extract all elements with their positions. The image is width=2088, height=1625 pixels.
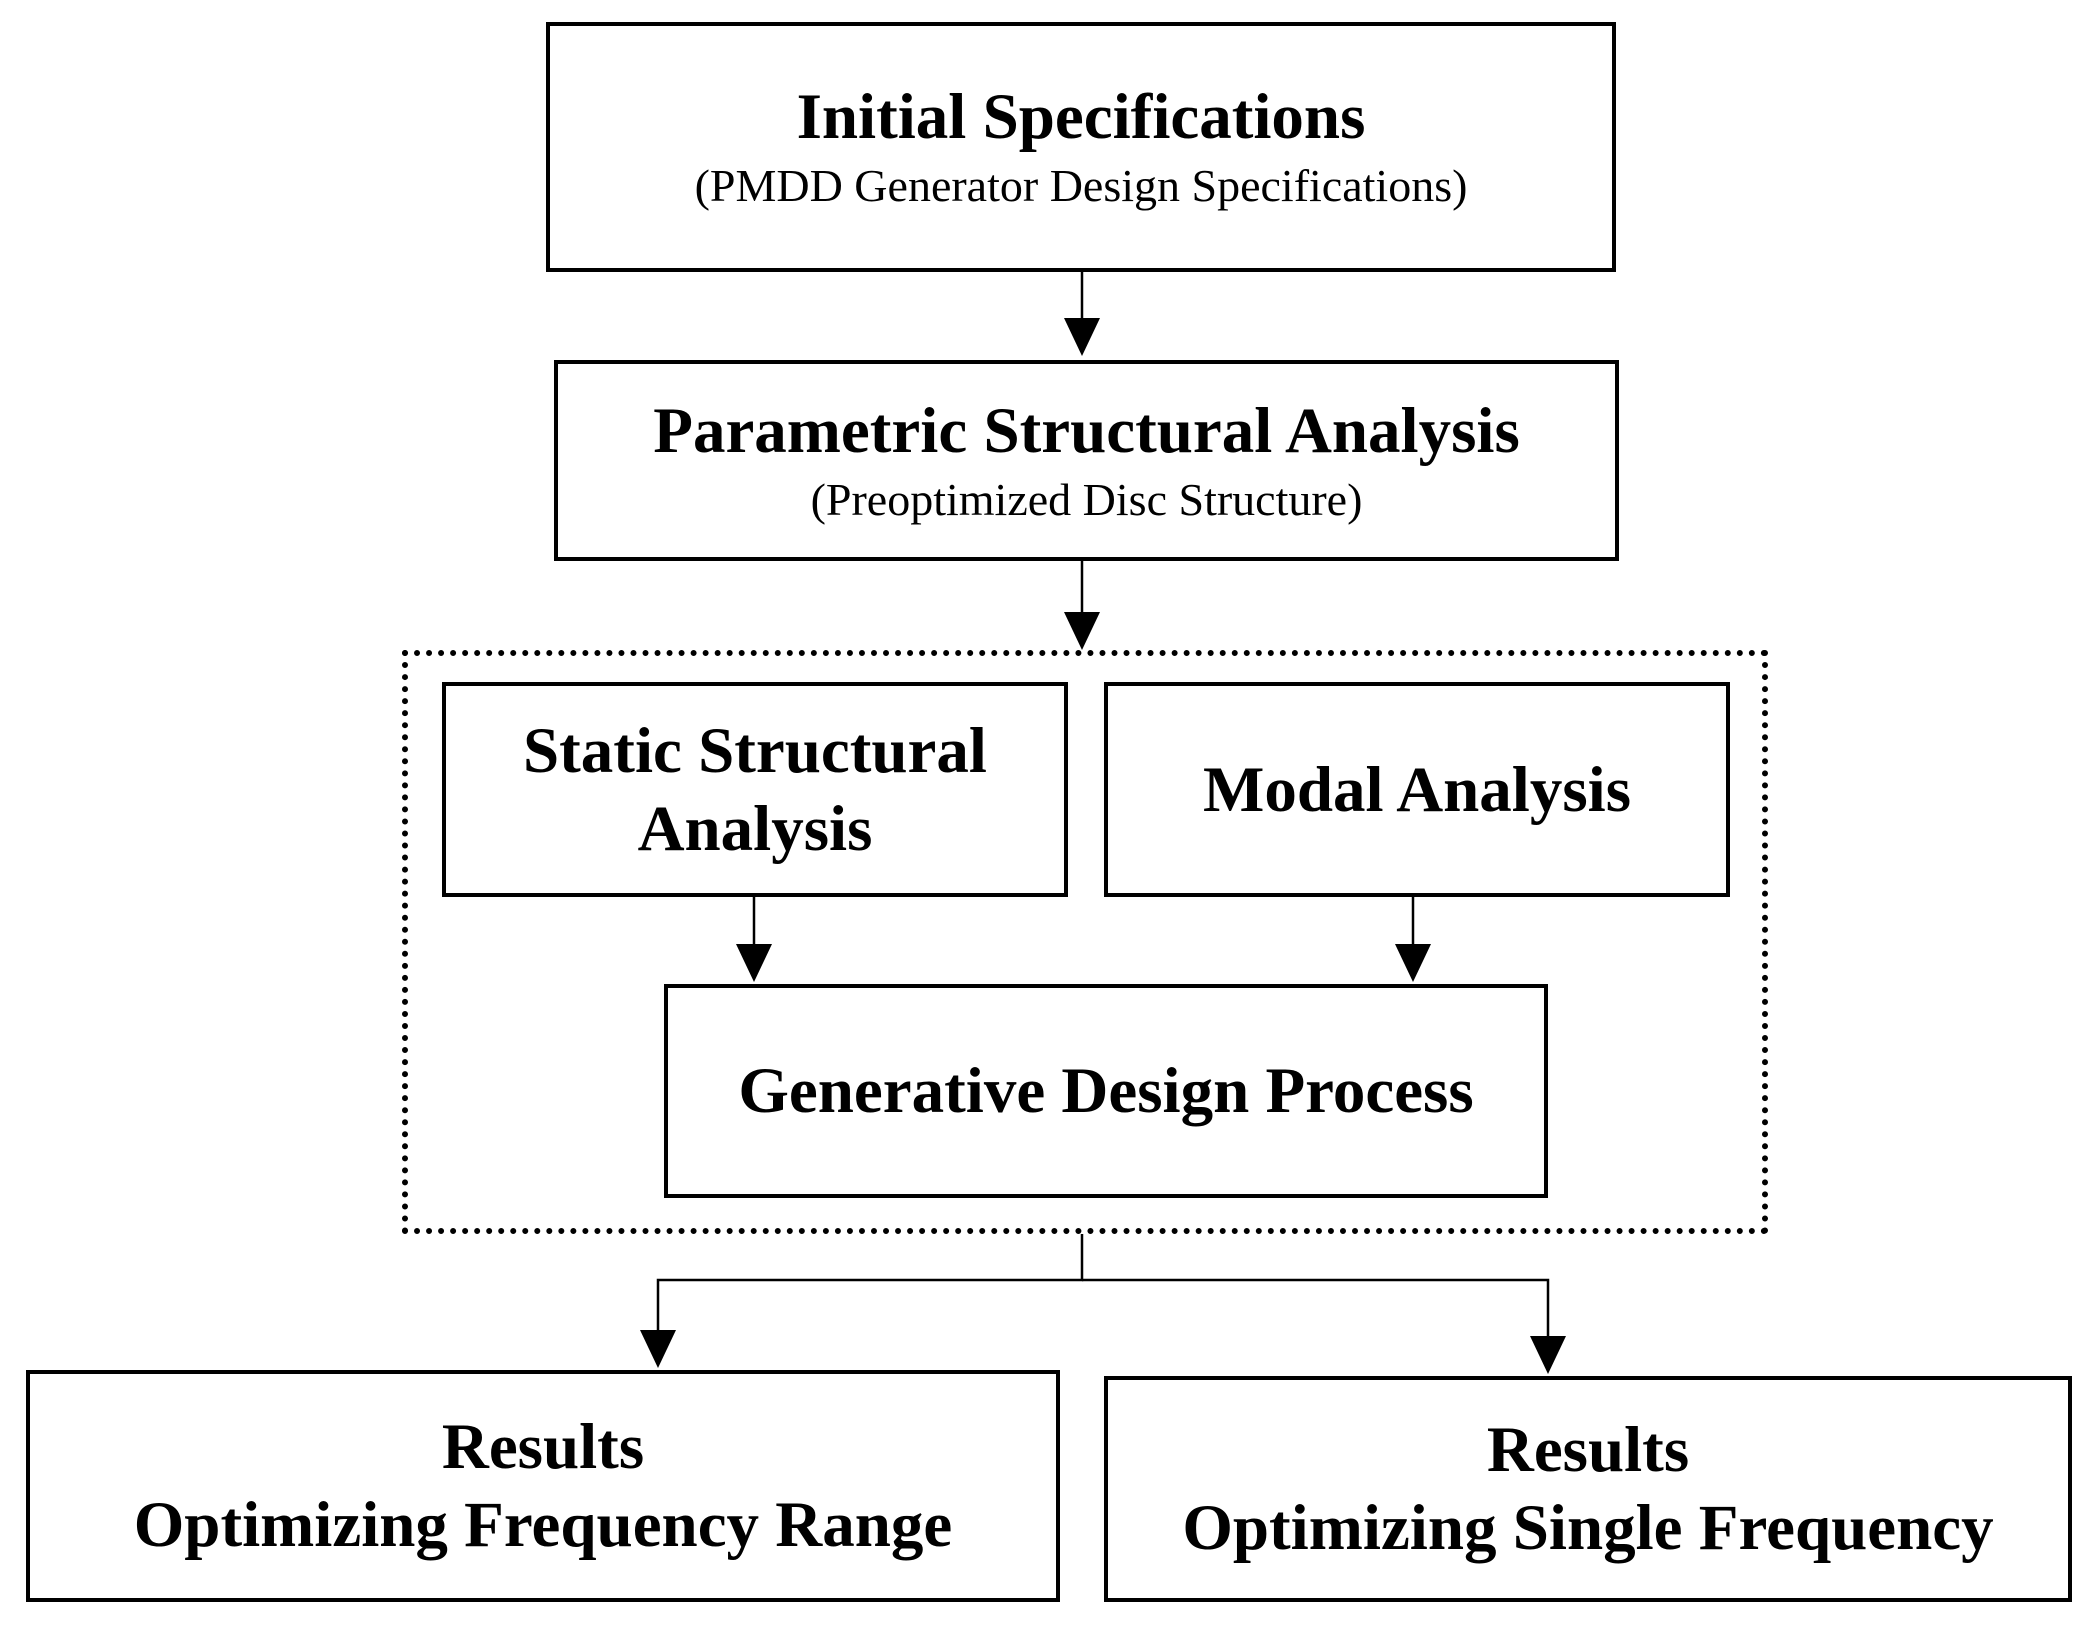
arrowhead-generative-right — [1395, 944, 1431, 982]
arrowhead-group — [1064, 612, 1100, 650]
arrowhead-results-range — [640, 1330, 676, 1368]
results-frequency-range-box: Results Optimizing Frequency Range — [26, 1370, 1060, 1602]
initial-specifications-subtitle: (PMDD Generator Design Specifications) — [694, 160, 1468, 212]
results-frequency-range-line1: Results — [441, 1411, 645, 1483]
arrowhead-generative-left — [736, 944, 772, 982]
parametric-analysis-subtitle: (Preoptimized Disc Structure) — [810, 473, 1363, 525]
results-single-frequency-box: Results Optimizing Single Frequency — [1104, 1376, 2072, 1602]
generative-design-process-box: Generative Design Process — [664, 984, 1548, 1198]
arrowhead-parametric — [1064, 318, 1100, 356]
initial-specifications-box: Initial Specifications (PMDD Generator D… — [546, 22, 1616, 272]
parametric-analysis-box: Parametric Structural Analysis (Preoptim… — [554, 360, 1619, 561]
modal-analysis-title: Modal Analysis — [1202, 753, 1632, 826]
analysis-group-boundary — [402, 650, 1768, 1234]
static-structural-title-line2: Analysis — [637, 792, 873, 865]
initial-specifications-title: Initial Specifications — [796, 81, 1366, 154]
static-structural-title-line1: Static Structural — [523, 714, 987, 787]
static-structural-analysis-box: Static Structural Analysis — [442, 682, 1068, 897]
results-frequency-range-line2: Optimizing Frequency Range — [133, 1489, 953, 1561]
arrowhead-results-single — [1530, 1336, 1566, 1374]
arrow-group-to-results — [656, 1234, 1084, 1332]
results-single-frequency-line1: Results — [1486, 1414, 1690, 1486]
results-single-frequency-line2: Optimizing Single Frequency — [1182, 1492, 1994, 1564]
arrow-group-to-results-single — [1082, 1278, 1550, 1336]
parametric-analysis-title: Parametric Structural Analysis — [653, 394, 1520, 467]
generative-design-title: Generative Design Process — [738, 1055, 1474, 1127]
modal-analysis-box: Modal Analysis — [1104, 682, 1730, 897]
